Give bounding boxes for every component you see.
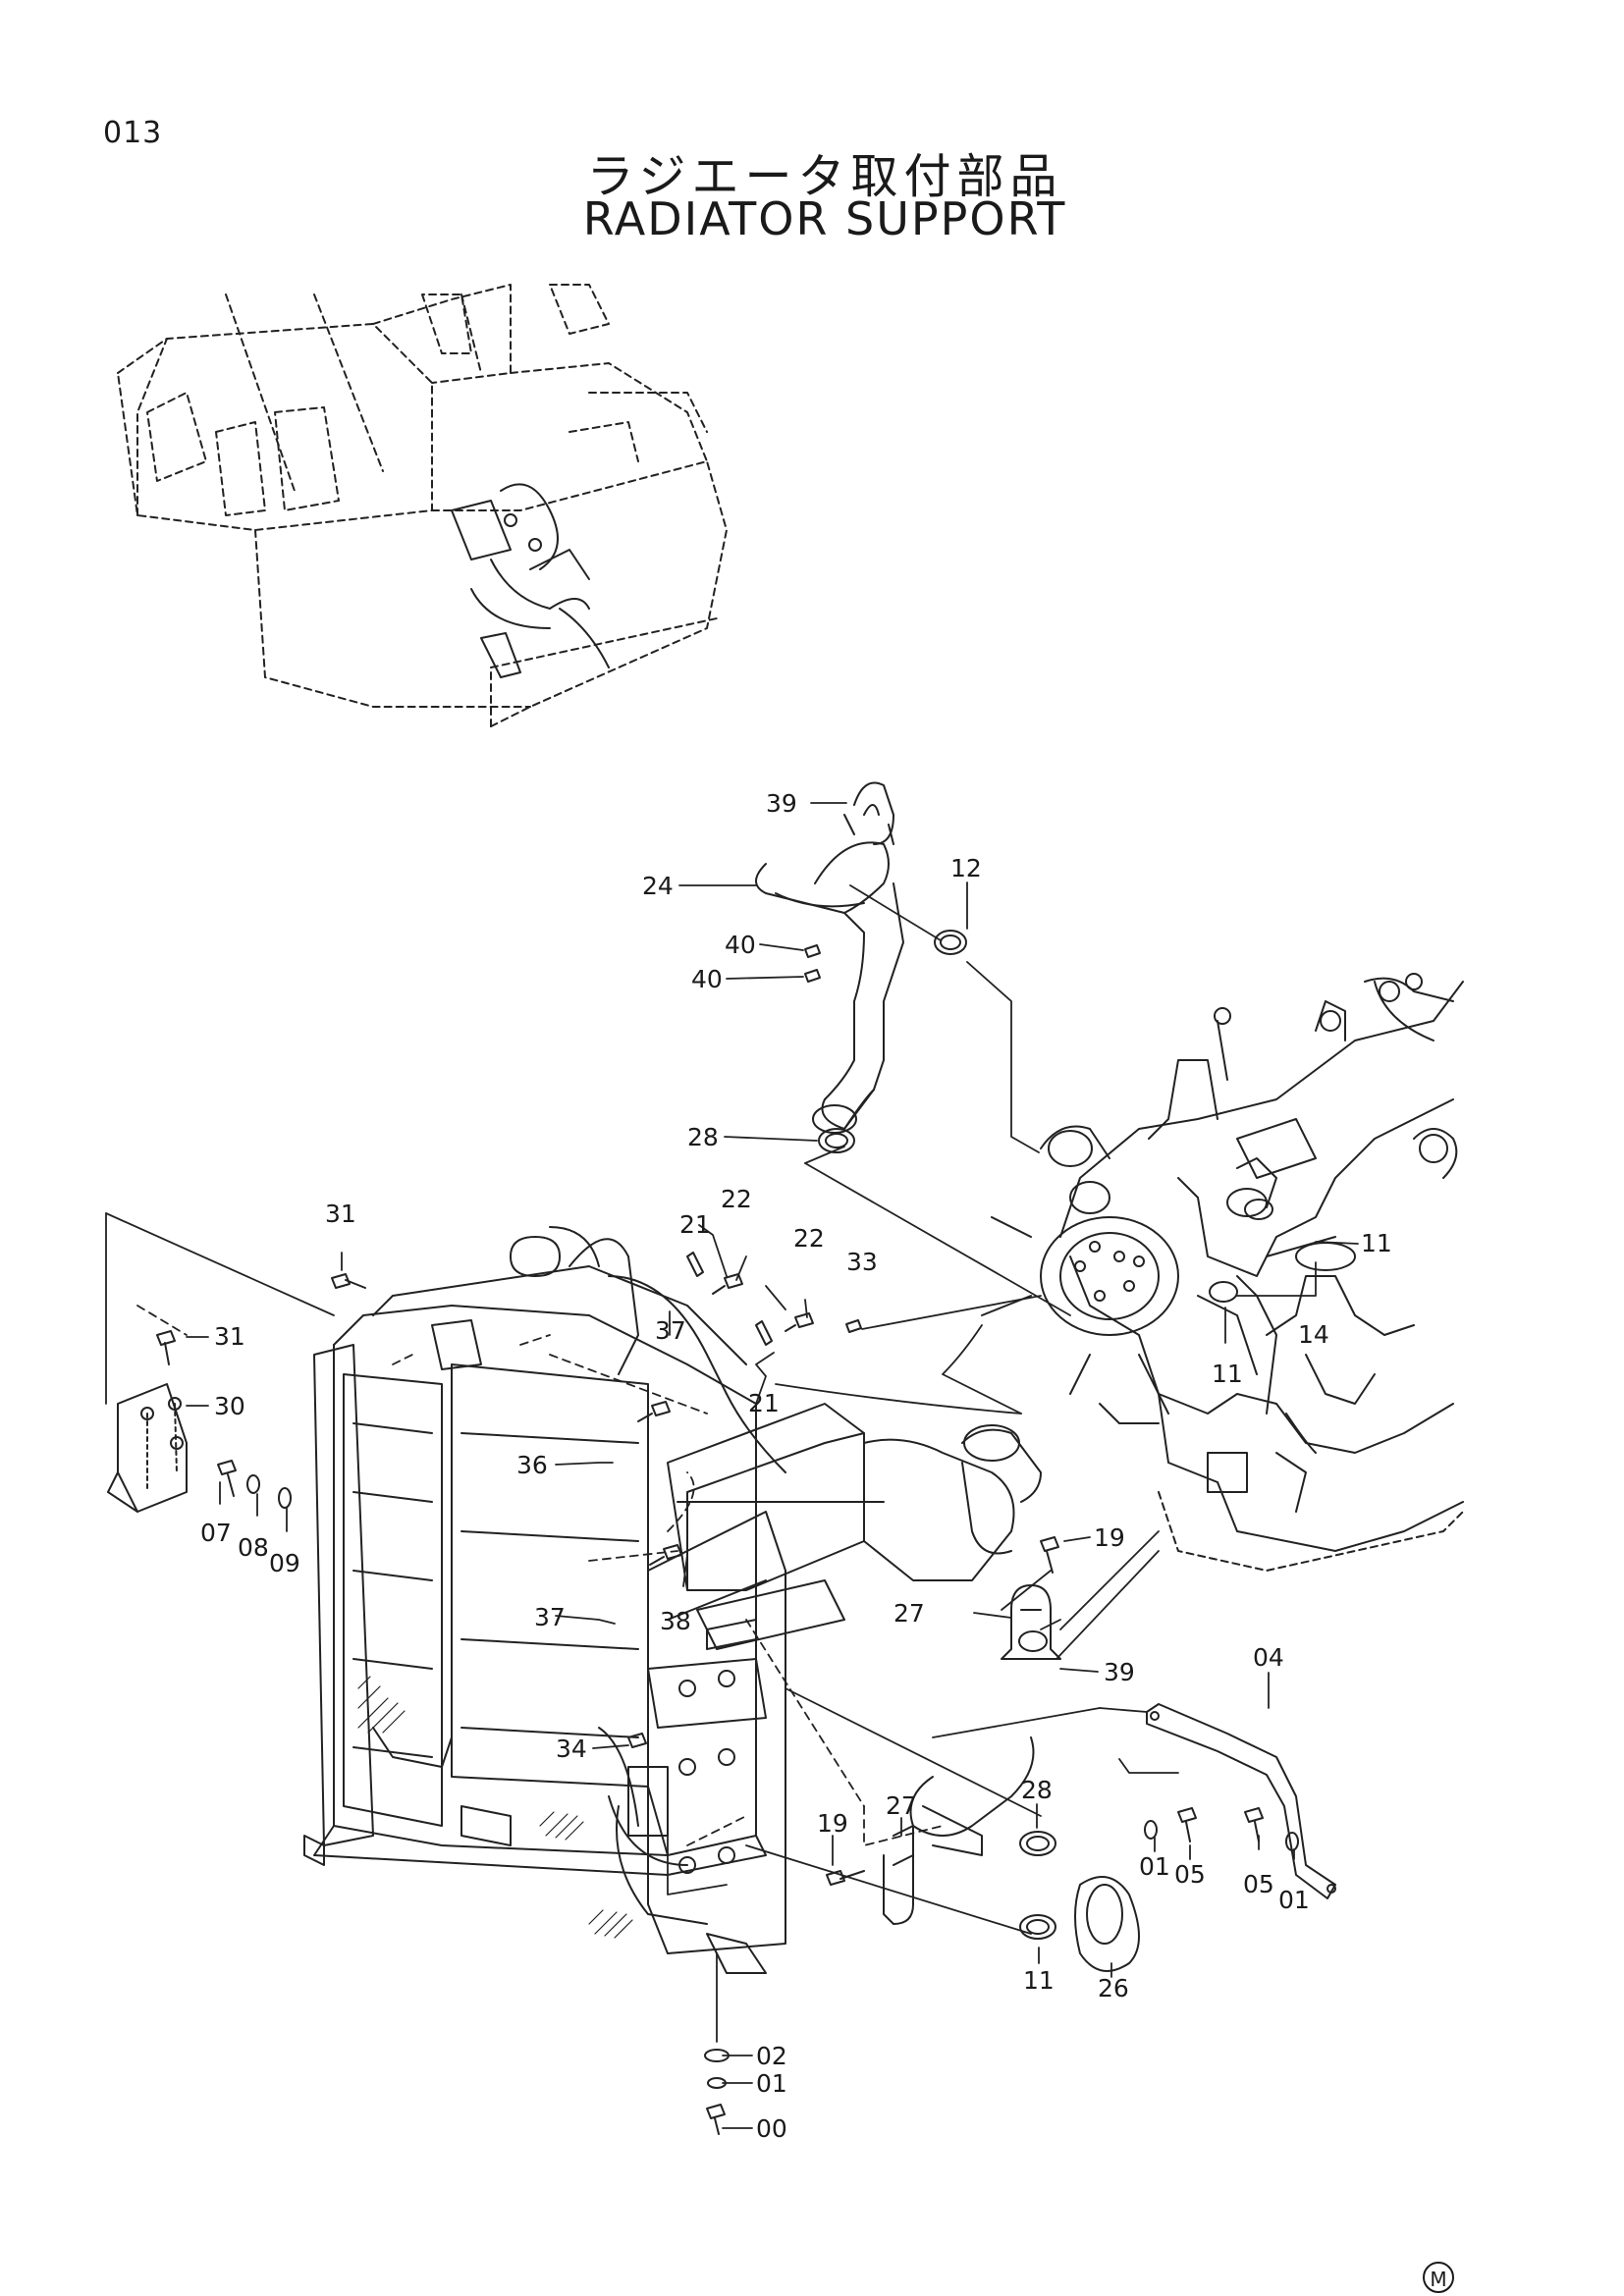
callout-leader-lines (186, 802, 1359, 2129)
callout-33: 33 (846, 1248, 878, 1276)
callout-01-right: 01 (1278, 1886, 1310, 1914)
overview-engine-detail (451, 483, 610, 678)
callout-19-upper: 19 (1094, 1523, 1125, 1552)
excavator-overview-illustration (117, 284, 728, 727)
engine-dashed-outline (1158, 1491, 1464, 1572)
manual-mark-icon: M (1423, 2262, 1454, 2293)
callout-22-upper: 22 (721, 1185, 752, 1213)
callout-40-upper: 40 (725, 931, 756, 959)
callout-05-right: 05 (1243, 1870, 1274, 1898)
lower-hose-assembly (608, 1736, 1140, 1972)
callout-05-left: 05 (1174, 1860, 1206, 1889)
callout-00: 00 (756, 2114, 787, 2143)
oil-cooler-assembly (667, 1403, 1042, 1650)
bracket-27-lower (883, 1825, 914, 1925)
callout-36-lower: 37 (534, 1603, 566, 1631)
radiator-side-tank (598, 1511, 786, 1974)
callout-08: 08 (238, 1533, 269, 1562)
callout-38: 39 (1104, 1658, 1135, 1686)
bolts-and-washers (156, 944, 1299, 2135)
callout-07: 07 (200, 1519, 232, 1547)
callout-11-middle: 11 (1212, 1360, 1243, 1388)
callout-31-left: 31 (214, 1322, 245, 1351)
callout-11-upper: 11 (1361, 1229, 1392, 1257)
callout-24: 24 (642, 872, 674, 900)
callout-labels: 39 24 12 40 40 28 11 14 11 31 31 30 07 0… (200, 789, 1392, 2143)
callout-39: 39 (766, 789, 797, 818)
callout-28-lower: 28 (1021, 1776, 1053, 1804)
hose-clamps (818, 930, 1273, 1940)
callout-27-upper: 27 (893, 1599, 925, 1628)
callout-37-upper: 37 (655, 1316, 686, 1345)
callout-40-lower: 40 (691, 965, 723, 993)
callout-36-upper: 36 (516, 1451, 548, 1479)
callout-09: 09 (269, 1549, 300, 1577)
bracket-30 (107, 1383, 188, 1513)
callout-27-lower: 27 (886, 1791, 917, 1820)
callout-02: 02 (756, 2042, 787, 2070)
callout-30: 30 (214, 1392, 245, 1420)
callout-26: 26 (1098, 1974, 1129, 2002)
callout-31-upper: 31 (325, 1200, 356, 1228)
callout-04: 04 (1253, 1643, 1284, 1672)
callout-11-lower: 11 (1023, 1966, 1055, 1995)
engine-assembly (981, 973, 1464, 1552)
radiator-core-hatching (357, 1676, 633, 1939)
hose-39 (843, 781, 894, 845)
callout-14: 14 (1298, 1320, 1329, 1349)
callout-37-lower: 38 (660, 1607, 691, 1635)
callout-19-lower: 19 (817, 1809, 848, 1838)
callout-12: 12 (950, 854, 982, 882)
upper-hose-24 (755, 841, 904, 1134)
callout-21-upper: 21 (679, 1210, 711, 1239)
callout-34: 34 (556, 1735, 587, 1763)
callout-01-middle: 01 (1139, 1852, 1170, 1881)
bracket-27-upper (1001, 1584, 1061, 1660)
callout-28-upper: 28 (687, 1123, 719, 1151)
stay-04 (1146, 1703, 1336, 1899)
title-english: RADIATOR SUPPORT (582, 192, 1067, 245)
assembly-reference-lines (105, 884, 1179, 2043)
radiator-upper-tank (372, 1226, 786, 1473)
assembly-reference-dashed (136, 1305, 944, 1846)
callout-01-bottom: 01 (756, 2069, 787, 2098)
page-number: 013 (103, 116, 163, 150)
callout-22-middle: 22 (793, 1224, 825, 1253)
callout-21-lower: 21 (748, 1389, 780, 1417)
title-japanese: ラジエータ取付部品 (586, 149, 1063, 204)
